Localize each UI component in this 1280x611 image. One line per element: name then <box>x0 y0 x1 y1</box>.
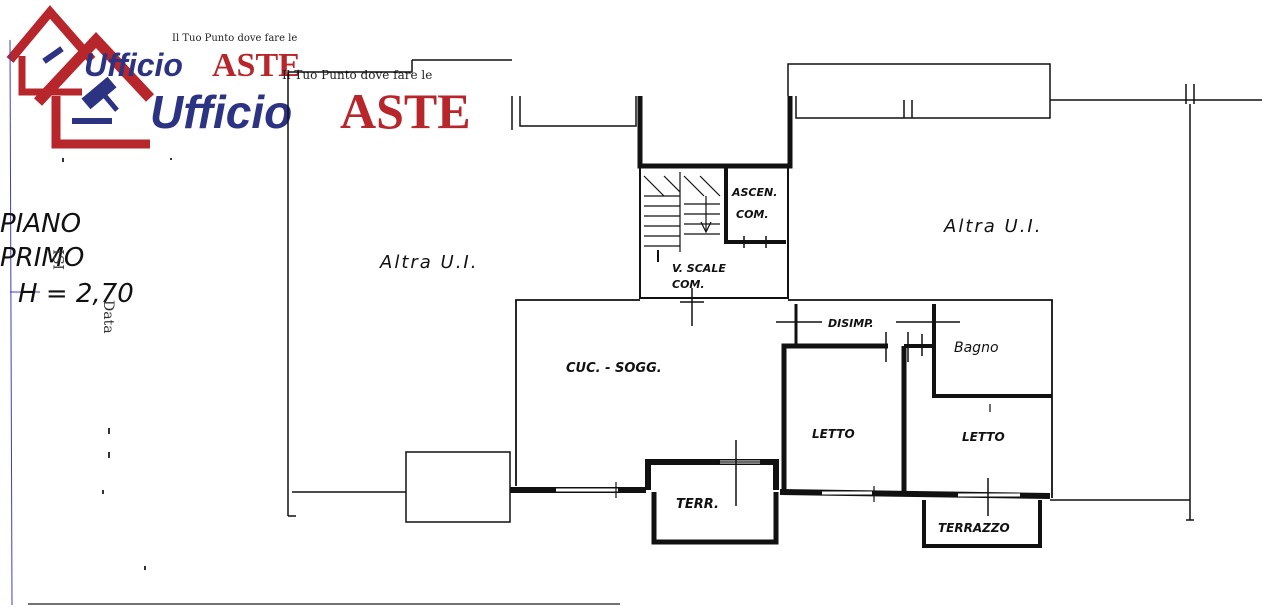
room-label-bath: Bagno <box>954 340 999 356</box>
room-label-terrace: TERRAZZO <box>938 521 1010 535</box>
room-label-left-unit: Altra U.I. <box>379 252 478 273</box>
watermark-brand-second: ASTE <box>212 47 301 84</box>
scan-margin-lines <box>9 39 40 606</box>
house-gavel-icon <box>6 5 96 96</box>
house-gavel-icon-large <box>33 31 155 149</box>
scan-specks <box>62 158 172 570</box>
room-label-bedroom-1: LETTO <box>812 427 855 441</box>
room-label-kitchen-living: CUC. - SOGG. <box>566 361 662 376</box>
stair-flight <box>643 172 721 262</box>
room-label-right-unit: Altra U.I. <box>943 216 1042 237</box>
watermark-tagline-large: Il Tuo Punto dove fare le <box>282 68 432 82</box>
watermark-tagline: Il Tuo Punto dove fare le <box>172 33 297 44</box>
stair-core: ASCEN. COM. V. SCALE COM. <box>637 96 793 326</box>
level-label-line2: PRIMO <box>0 243 84 273</box>
watermark-brand-first: Ufficio <box>84 47 183 83</box>
room-labels: Altra U.I. Altra U.I. DISIMP. CUC. - SOG… <box>379 216 1042 535</box>
ceiling-height-label: H = 2,70 <box>18 279 134 309</box>
watermark-brand-first-large: Ufficio <box>150 86 292 138</box>
room-label-terrace-small: TERR. <box>676 497 719 512</box>
stamp-label-a: ISI <box>52 249 68 270</box>
apartment-walls <box>515 299 1053 498</box>
room-label-lift-line2: COM. <box>736 208 769 221</box>
terraces <box>651 492 1042 548</box>
room-label-hall: DISIMP. <box>828 317 874 330</box>
external-walls <box>510 440 1051 516</box>
room-label-stairs-line2: COM. <box>672 278 705 291</box>
level-label-line1: PIANO <box>0 209 81 239</box>
stamp-label-b: Data <box>100 300 116 334</box>
room-label-bedroom-2: LETTO <box>962 430 1005 444</box>
level-note: PIANO PRIMO H = 2,70 ISI Data <box>0 209 134 334</box>
room-label-lift-line1: ASCEN. <box>731 186 777 199</box>
watermark-logo: Il Tuo Punto dove fare le Ufficio ASTE I… <box>6 5 471 149</box>
room-label-stairs-line1: V. SCALE <box>672 262 726 275</box>
watermark-brand-second-large: ASTE <box>340 83 471 139</box>
